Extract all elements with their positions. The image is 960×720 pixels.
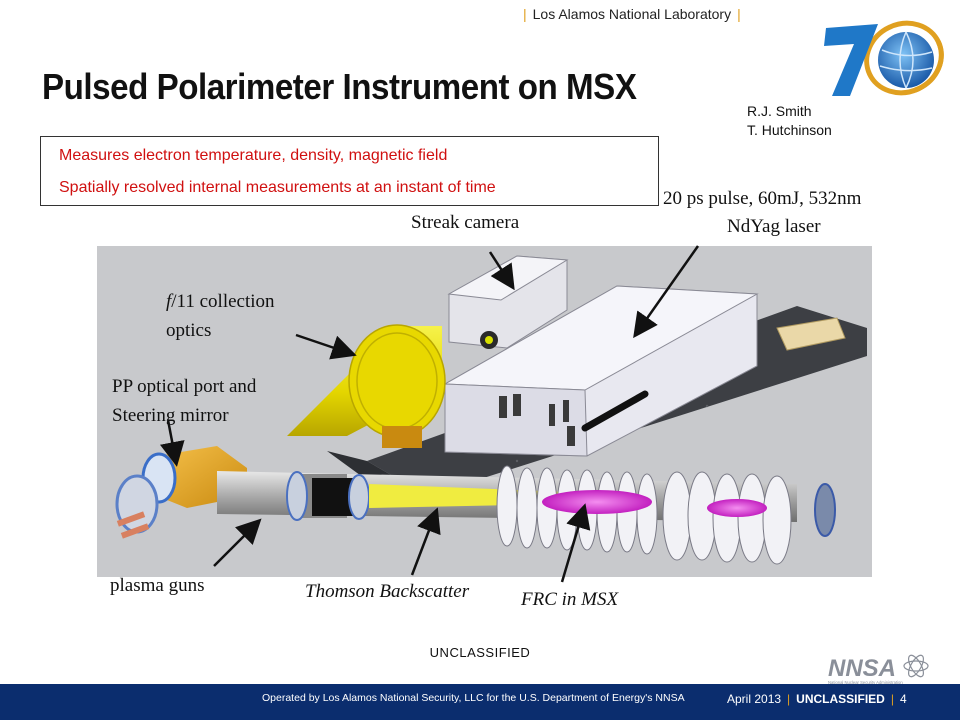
bullet-line: Spatially resolved internal measurements… xyxy=(59,179,496,196)
slide-title: Pulsed Polarimeter Instrument on MSX xyxy=(42,66,637,107)
lab-header: | Los Alamos National Laboratory | xyxy=(517,6,747,22)
nnsa-logo: NNSA National Nuclear Security Administr… xyxy=(828,654,929,685)
page-number: 4 xyxy=(899,692,907,706)
header-divider-left: | xyxy=(523,6,527,22)
author-name: T. Hutchinson xyxy=(747,122,832,138)
footer-bar xyxy=(0,684,960,720)
nnsa-logo-text: NNSA xyxy=(828,655,896,682)
optical-port-callout-line2: Steering mirror xyxy=(112,405,229,426)
footer-divider: | xyxy=(787,692,791,706)
thomson-backscatter-callout: Thomson Backscatter xyxy=(305,581,470,602)
laser-callout-line2: NdYag laser xyxy=(727,216,821,237)
author-name: R.J. Smith xyxy=(747,103,812,119)
nnsa-logo-subtitle: National Nuclear Security Administration xyxy=(828,680,903,685)
header-divider-right: | xyxy=(737,6,741,22)
measurement-summary-box: Measures electron temperature, density, … xyxy=(40,136,659,206)
optical-port-callout-line1: PP optical port and xyxy=(112,376,257,397)
collection-optics-callout-line1: f/11 collection xyxy=(166,287,275,317)
laser-callout-line1: 20 ps pulse, 60mJ, 532nm xyxy=(663,188,862,209)
classification-marking: UNCLASSIFIED xyxy=(429,645,531,660)
frc-callout: FRC in MSX xyxy=(521,589,619,610)
collection-optics-callout-line2: optics xyxy=(166,320,212,341)
bullet-line: Measures electron temperature, density, … xyxy=(59,147,448,164)
operated-by-text: Operated by Los Alamos National Security… xyxy=(262,692,685,704)
plasma-guns-callout: plasma guns xyxy=(110,575,205,596)
lab-name: Los Alamos National Laboratory xyxy=(532,6,732,22)
f-number-symbol: f xyxy=(166,291,172,312)
author-list: R.J. Smith T. Hutchinson xyxy=(747,102,832,140)
collection-optics-text: /11 collection xyxy=(171,291,275,312)
footer-divider: | xyxy=(890,692,894,706)
footer-date: April 2013 xyxy=(727,692,782,706)
footer-classification: UNCLASSIFIED xyxy=(796,692,885,706)
footer-meta: April 2013 | UNCLASSIFIED | 4 xyxy=(727,692,907,706)
streak-camera-callout: Streak camera xyxy=(411,212,520,233)
anniversary-70-logo xyxy=(824,20,944,96)
